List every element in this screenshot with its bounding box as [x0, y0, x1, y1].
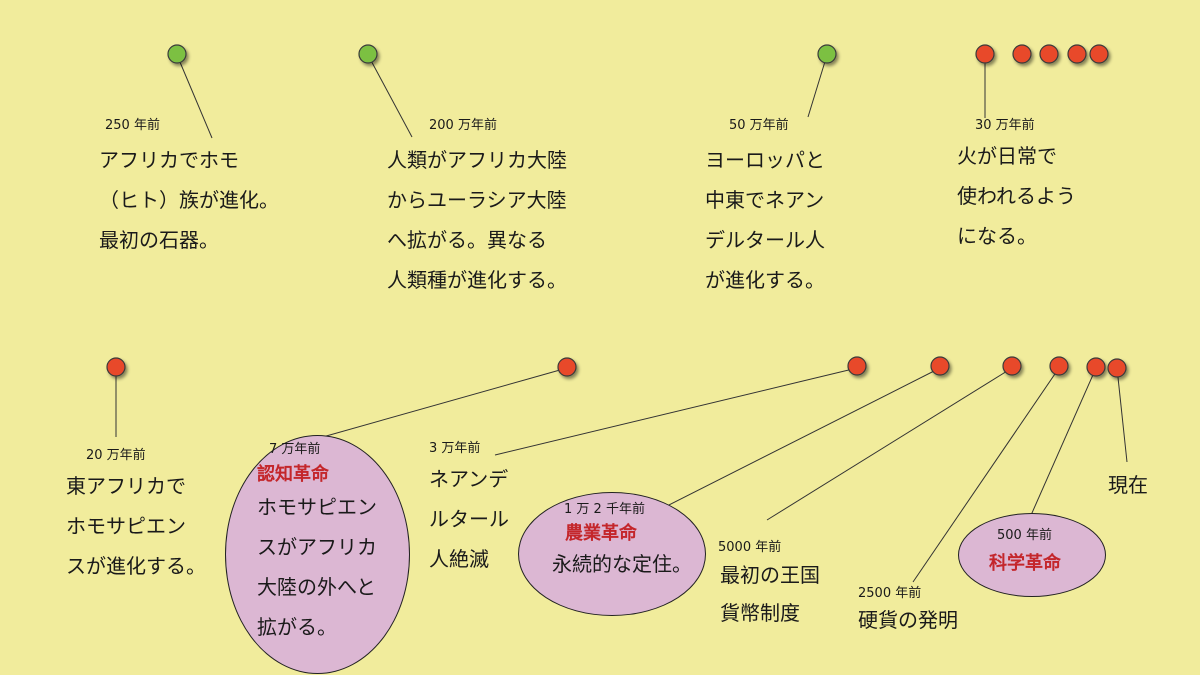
event-500: 500 年前 科学革命 — [989, 528, 1061, 576]
dot-30man — [975, 44, 995, 64]
event-200man: 200 万年前 人類がアフリカ大陸 からユーラシア大陸 へ拡がる。異なる 人類種… — [387, 118, 567, 300]
connector-3man — [494, 367, 858, 456]
dot-12sen — [930, 356, 950, 376]
dot-row1-c — [1039, 44, 1059, 64]
dot-20man — [106, 357, 126, 377]
event-20man: 20 万年前 東アフリカで ホモサピエン スが進化する。 — [66, 448, 206, 586]
event-text: ヨーロッパと 中東でネアン デルタール人 が進化する。 — [705, 148, 825, 292]
dot-500 — [1086, 357, 1106, 377]
event-text: 人類がアフリカ大陸 からユーラシア大陸 へ拡がる。異なる 人類種が進化する。 — [387, 148, 567, 292]
event-2500: 2500 年前 硬貨の発明 — [858, 586, 958, 638]
event-3man: 3 万年前 ネアンデ ルタール 人絶滅 — [429, 441, 509, 579]
dot-row1-b — [1012, 44, 1032, 64]
dot-250 — [167, 44, 187, 64]
dot-7man — [557, 357, 577, 377]
event-text: 最初の王国 貨幣制度 — [720, 563, 820, 625]
dot-row1-d — [1067, 44, 1087, 64]
dot-row1-e — [1089, 44, 1109, 64]
revolution-title: 農業革命 — [565, 523, 637, 544]
dot-3man — [847, 356, 867, 376]
connector-12sen — [658, 367, 941, 511]
event-date: 250 年前 — [105, 118, 160, 133]
event-50man: 50 万年前 ヨーロッパと 中東でネアン デルタール人 が進化する。 — [705, 118, 825, 300]
connector-7man — [304, 367, 568, 443]
connector-250 — [176, 54, 213, 139]
event-date: 20 万年前 — [86, 448, 146, 463]
event-date: 200 万年前 — [429, 118, 497, 133]
event-date: 2500 年前 — [858, 586, 922, 601]
dot-5000 — [1002, 356, 1022, 376]
cognitive-revolution-ellipse — [225, 435, 410, 674]
dot-200man — [358, 44, 378, 64]
connector-50man — [807, 54, 828, 118]
event-date: 3 万年前 — [429, 441, 481, 456]
event-250: 250 年前 アフリカでホモ （ヒト）族が進化。 最初の石器。 — [99, 118, 279, 260]
event-text: 硬貨の発明 — [858, 608, 958, 632]
event-date: 1 万 2 千年前 — [564, 502, 645, 517]
event-text: 現在 — [1108, 473, 1148, 497]
event-text: ネアンデ ルタール 人絶滅 — [429, 467, 509, 571]
event-date: 30 万年前 — [975, 118, 1035, 133]
event-text: 火が日常で 使われるよう になる。 — [957, 144, 1076, 248]
event-text: 東アフリカで ホモサピエン スが進化する。 — [66, 474, 206, 578]
event-date: 7 万年前 — [269, 442, 321, 457]
connector-5000 — [766, 367, 1013, 521]
event-date: 500 年前 — [997, 528, 1052, 543]
event-text: アフリカでホモ （ヒト）族が進化。 最初の石器。 — [99, 148, 279, 252]
revolution-title: 科学革命 — [989, 553, 1061, 574]
revolution-title: 認知革命 — [257, 464, 329, 485]
connector-500 — [1027, 367, 1097, 523]
event-12sen: 1 万 2 千年前 農業革命 永続的な定住。 — [552, 502, 692, 584]
event-30man: 30 万年前 火が日常で 使われるよう になる。 — [957, 118, 1076, 256]
connector-200man — [367, 54, 413, 138]
dot-now — [1107, 358, 1127, 378]
agricultural-revolution-ellipse — [518, 492, 706, 616]
connector-now — [1116, 367, 1128, 463]
event-date: 5000 年前 — [718, 540, 782, 555]
event-7man: 7 万年前 認知革命 ホモサピエン スがアフリカ 大陸の外へと 拡がる。 — [257, 442, 377, 647]
dot-50man — [817, 44, 837, 64]
dot-2500 — [1049, 356, 1069, 376]
event-now: 現在 — [1108, 465, 1148, 505]
event-text: 永続的な定住。 — [552, 552, 692, 576]
event-date: 50 万年前 — [729, 118, 789, 133]
scientific-revolution-ellipse — [958, 513, 1106, 597]
connector-2500 — [912, 367, 1060, 583]
event-5000: 5000 年前 最初の王国 貨幣制度 — [718, 540, 820, 632]
event-text: ホモサピエン スがアフリカ 大陸の外へと 拡がる。 — [257, 495, 377, 639]
